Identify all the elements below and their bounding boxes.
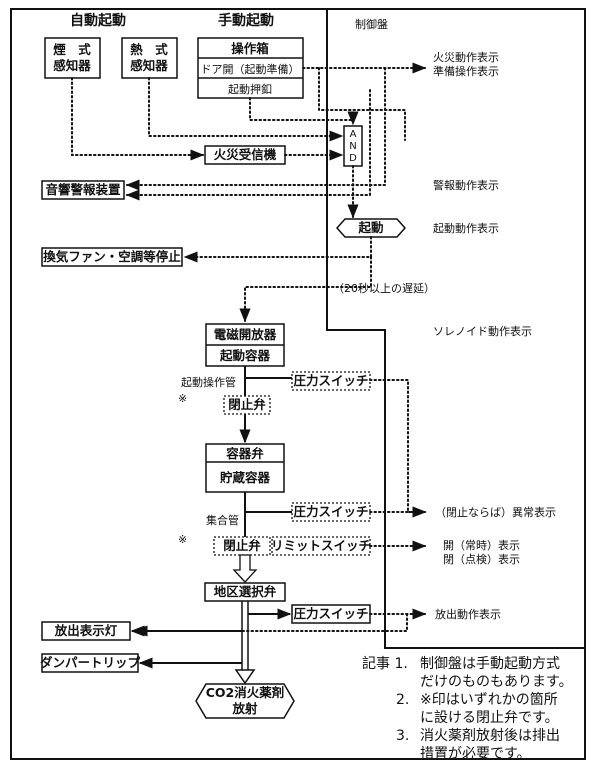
start-label: 起動 [357,220,383,235]
solenoid-label: 電磁開放器 [214,327,277,342]
open-display-label: 開（常時）表示 [443,538,520,552]
closing-valve-1 [223,395,271,415]
co2-discharge-hexagon [195,683,295,719]
heat-detector-label-2: 感知器 [130,58,168,73]
discharge-lamp-label: 放出表示灯 [54,623,118,638]
area-select-valve-label: 地区選択弁 [214,584,277,599]
door-open-label: ドア開（起動準備） [201,62,300,76]
alarm-box [41,180,125,200]
mark-1: ※ [178,392,187,405]
smoke-detector-label-2: 感知器 [53,58,91,73]
co2-label-2: 放射 [231,701,258,716]
closing-valve-2-label: 閉止弁 [223,538,261,553]
delay-label: （20秒以上の遅延） [333,281,435,295]
start-pipe-label: 起動操作管 [181,375,236,389]
pressure-switch-2-label: 圧力スイッチ [293,504,368,519]
abnormal-label: （閉止ならば）異常表示 [435,505,556,519]
limit-switch-label: リミットスイッチ [271,538,371,553]
limit-switch [271,536,371,556]
control-panel-boundary [326,8,586,649]
damper-trip-box [41,653,139,673]
discharge-display-label: 放出動作表示 [435,607,501,621]
operation-box [197,37,304,99]
note-1-line-1: 制御盤は手動起動方式 [420,656,560,672]
fan-stop-box [41,247,183,267]
pressure-switch-1 [291,371,371,391]
area-select-valve [204,582,286,602]
mark-2: ※ [178,533,187,546]
closing-valve-1-label: 閉止弁 [228,397,266,412]
discharge-lamp-box [41,621,131,641]
header-auto: 自動起動 [70,12,126,29]
collect-pipe-label: 集合管 [206,513,239,527]
pressure-switch-3-label: 圧力スイッチ [293,606,368,621]
diagram-frame [10,8,586,760]
heat-detector-box [121,37,178,79]
fire-display-label: 火災動作表示 [433,50,499,64]
note-2-line-1: ※印はいずれかの箇所 [420,691,558,708]
damper-trip-label: ダンパートリップ [40,655,141,670]
note-1-line-2: だけのものもあります。 [420,674,573,690]
solenoid-display-label: ソレノイド動作表示 [433,324,532,338]
fire-receiver-label: 火災受信機 [214,147,277,162]
smoke-detector-label: 煙 式 [53,42,91,57]
container-valve-label: 容器弁 [225,446,264,461]
start-hexagon [335,218,407,238]
operation-box-label: 操作箱 [231,41,269,56]
note-2-marker: 2. [396,692,409,708]
alarm-label: 音響警報装置 [45,182,121,197]
pressure-switch-1-label: 圧力スイッチ [293,373,368,388]
closed-display-label: 閉（点検）表示 [443,552,520,566]
start-container-label: 起動容器 [219,348,271,363]
header-panel: 制御盤 [355,17,388,31]
heat-detector-label: 熱 式 [130,42,168,57]
note-2-line-2: に設ける閉止弁です。 [420,710,559,726]
start-display-label: 起動動作表示 [433,221,499,235]
pressure-switch-2 [291,502,371,522]
fan-stop-label: 換気ファン・空調等停止 [43,249,181,264]
header-manual: 手動起動 [218,12,274,29]
co2-label: CO2消火薬剤 [206,685,285,700]
alarm-display-label: 警報動作表示 [433,178,499,192]
note-3-marker: 3. [396,728,409,744]
note-1-marker: 記事 1. [362,655,408,672]
storage-container-label: 貯蔵容器 [220,470,271,485]
note-3-line-1: 消火薬剤放射後は排出 [420,728,560,744]
prep-display-label: 準備操作表示 [433,64,499,78]
smoke-detector-box [44,37,101,79]
note-3-line-2: 措置が必要です。 [420,746,531,762]
start-button-label: 起動押釦 [228,82,272,96]
